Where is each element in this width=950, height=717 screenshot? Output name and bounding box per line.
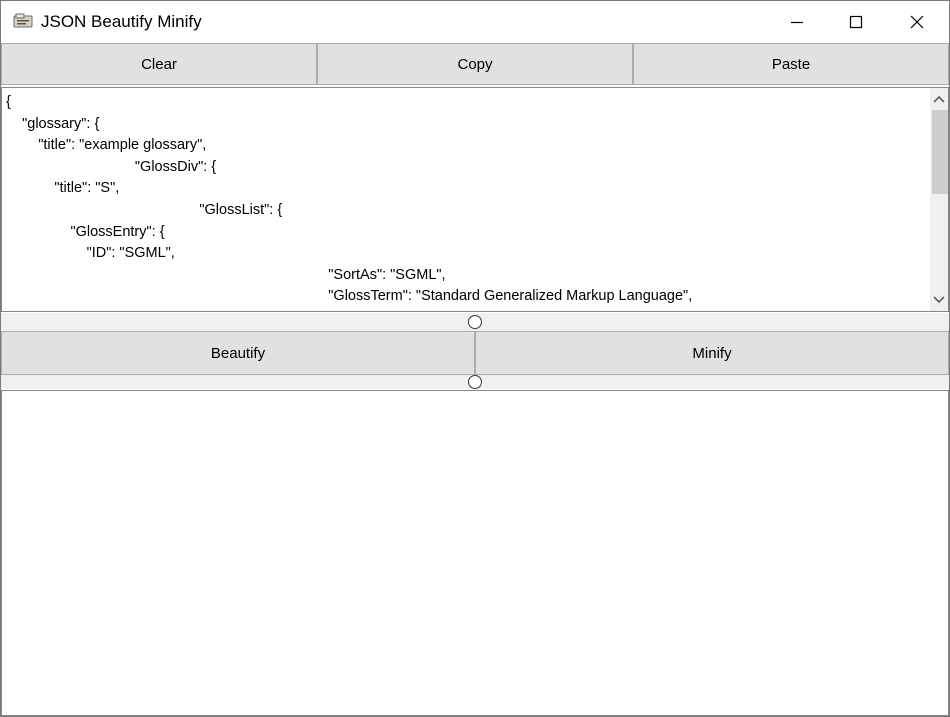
- json-output-text[interactable]: [6, 395, 928, 715]
- splitter-grip-handle[interactable]: [468, 375, 482, 389]
- code-line: "GlossEntry": {: [6, 223, 165, 240]
- json-input-text[interactable]: { "glossary": { "title": "example glossa…: [6, 92, 928, 311]
- scroll-thumb[interactable]: [932, 110, 948, 194]
- chevron-up-icon: [933, 95, 945, 103]
- paste-button[interactable]: Paste: [633, 43, 949, 85]
- minimize-button[interactable]: [774, 1, 820, 42]
- vertical-scrollbar[interactable]: [930, 88, 948, 311]
- code-line: "SortAs": "SGML",: [6, 266, 446, 283]
- json-input-editor[interactable]: { "glossary": { "title": "example glossa…: [1, 87, 949, 312]
- close-button[interactable]: [894, 1, 940, 42]
- chevron-down-icon: [933, 296, 945, 304]
- maximize-icon: [849, 15, 863, 28]
- code-line: "ID": "SGML",: [6, 245, 175, 262]
- window-title: JSON Beautify Minify: [41, 12, 202, 31]
- toolbar: Clear Copy Paste: [1, 43, 949, 85]
- code-line: "GlossList": {: [6, 201, 283, 218]
- scroll-up-button[interactable]: [930, 90, 948, 108]
- beautify-button[interactable]: Beautify: [1, 331, 475, 375]
- code-line: "title": "S",: [6, 180, 120, 197]
- code-line: {: [6, 94, 11, 110]
- code-line: "GlossTerm": "Standard Generalized Marku…: [6, 288, 693, 305]
- code-line: "title": "example glossary",: [6, 137, 207, 154]
- minify-button[interactable]: Minify: [475, 331, 949, 375]
- json-output-editor[interactable]: [1, 390, 949, 716]
- code-line: "glossary": {: [6, 115, 100, 132]
- scroll-down-button[interactable]: [930, 291, 948, 309]
- close-icon: [910, 15, 924, 28]
- maximize-button[interactable]: [833, 1, 879, 42]
- clear-button[interactable]: Clear: [1, 43, 317, 85]
- action-bar: Beautify Minify: [1, 331, 949, 375]
- app-icon: [13, 12, 33, 30]
- bottom-splitter[interactable]: [1, 375, 949, 389]
- title-bar[interactable]: JSON Beautify Minify: [1, 1, 949, 42]
- code-line: "GlossDiv": {: [6, 158, 217, 175]
- top-splitter[interactable]: [1, 313, 949, 331]
- splitter-grip-handle[interactable]: [468, 315, 482, 329]
- minimize-icon: [791, 21, 803, 23]
- copy-button[interactable]: Copy: [317, 43, 633, 85]
